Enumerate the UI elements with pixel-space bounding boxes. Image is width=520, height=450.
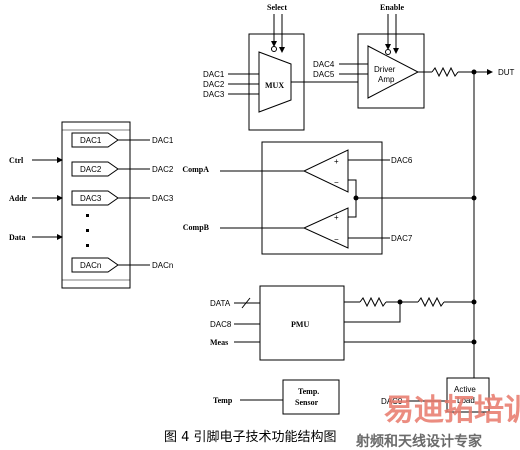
dac-cell-n-label: DACn (80, 261, 101, 270)
comp-a-plus: + (334, 157, 339, 166)
temp-sensor-label-1: Temp. (298, 387, 319, 396)
comparator-b (302, 207, 349, 249)
data-bus-label: DATA (210, 299, 231, 308)
active-load-frame (446, 377, 490, 413)
mux-in-3: DAC3 (203, 90, 225, 99)
comparator-a (302, 149, 349, 193)
dac-cell-1-label: DAC1 (80, 136, 102, 145)
active-load-block: Active Load DAC9 (381, 377, 490, 413)
select-label: Select (267, 3, 287, 12)
comp-b-plus: + (334, 213, 339, 222)
temp-sensor-block: Temp. Sensor Temp (213, 379, 340, 415)
comp-a-minus: − (334, 178, 339, 187)
comparator-block: + − DAC6 + − DAC7 CompA CompB (182, 141, 477, 255)
dac-out-3: DAC3 (152, 194, 174, 203)
active-load-label-1: Active (454, 385, 476, 394)
dac-out-n: DACn (152, 261, 173, 270)
watermark-line-2: 射频和天线设计专家 (355, 433, 483, 450)
mux-in-2: DAC2 (203, 80, 225, 89)
ctrl-label: Ctrl (9, 156, 24, 165)
mux-label: MUX (265, 81, 284, 90)
temp-sensor-label-2: Sensor (295, 398, 319, 407)
dac8-label: DAC8 (210, 320, 232, 329)
temp-label: Temp (213, 396, 233, 405)
dac7-label: DAC7 (391, 234, 413, 243)
ellipsis-dots (86, 214, 89, 247)
dac-out-1: DAC1 (152, 136, 174, 145)
dac-cell-3: DAC3 (71, 190, 119, 206)
driver-in-2: DAC5 (313, 70, 335, 79)
active-load-label-2: Load (457, 396, 475, 405)
driver-in-1: DAC4 (313, 60, 335, 69)
pmu-frame (259, 285, 345, 361)
comp-b-label: CompB (183, 223, 210, 232)
temp-sensor-frame (282, 379, 340, 415)
mux-symbol (258, 51, 292, 113)
addr-label: Addr (9, 194, 28, 203)
dac-cell-3-label: DAC3 (80, 194, 102, 203)
driver-amp-symbol (367, 45, 420, 99)
mux-in-1: DAC1 (203, 70, 225, 79)
pmu-resistor-2 (417, 296, 445, 308)
watermark-line-1: 易迪拓培训 (384, 393, 520, 428)
dut-label: DUT (498, 68, 515, 77)
dac-cell-n: DACn (71, 257, 119, 273)
mux-block: Select MUX DAC1 DAC2 DAC3 (203, 3, 372, 131)
dac9-label: DAC9 (381, 397, 403, 406)
watermark-logo: 易迪拓培训 射频和天线设计专家 (355, 393, 520, 450)
dac-cell-2: DAC2 (71, 161, 119, 177)
driver-label-1: Driver (374, 65, 396, 74)
pmu-resistor-1 (359, 296, 387, 308)
meas-label: Meas (210, 338, 228, 347)
driver-amp-block: Enable Driver Amp DAC4 DAC5 DUT (313, 3, 515, 109)
pmu-label: PMU (291, 320, 309, 329)
dac-out-2: DAC2 (152, 165, 174, 174)
dac6-label: DAC6 (391, 156, 413, 165)
dac-cell-2-label: DAC2 (80, 165, 102, 174)
driver-resistor (431, 66, 459, 78)
data-label: Data (9, 233, 25, 242)
dac-cell-1: DAC1 (71, 132, 119, 148)
comp-b-minus: − (334, 235, 339, 244)
driver-label-2: Amp (378, 75, 395, 84)
figure-caption: 图 4 引脚电子技术功能结构图 (164, 429, 337, 445)
pmu-block: PMU DATA DAC8 Meas (210, 285, 477, 361)
dac-bank: DAC1 DAC2 DAC3 DACn DAC1 DAC2 DAC3 DACn (9, 121, 174, 289)
enable-label: Enable (380, 3, 404, 12)
comp-a-label: CompA (182, 165, 209, 174)
